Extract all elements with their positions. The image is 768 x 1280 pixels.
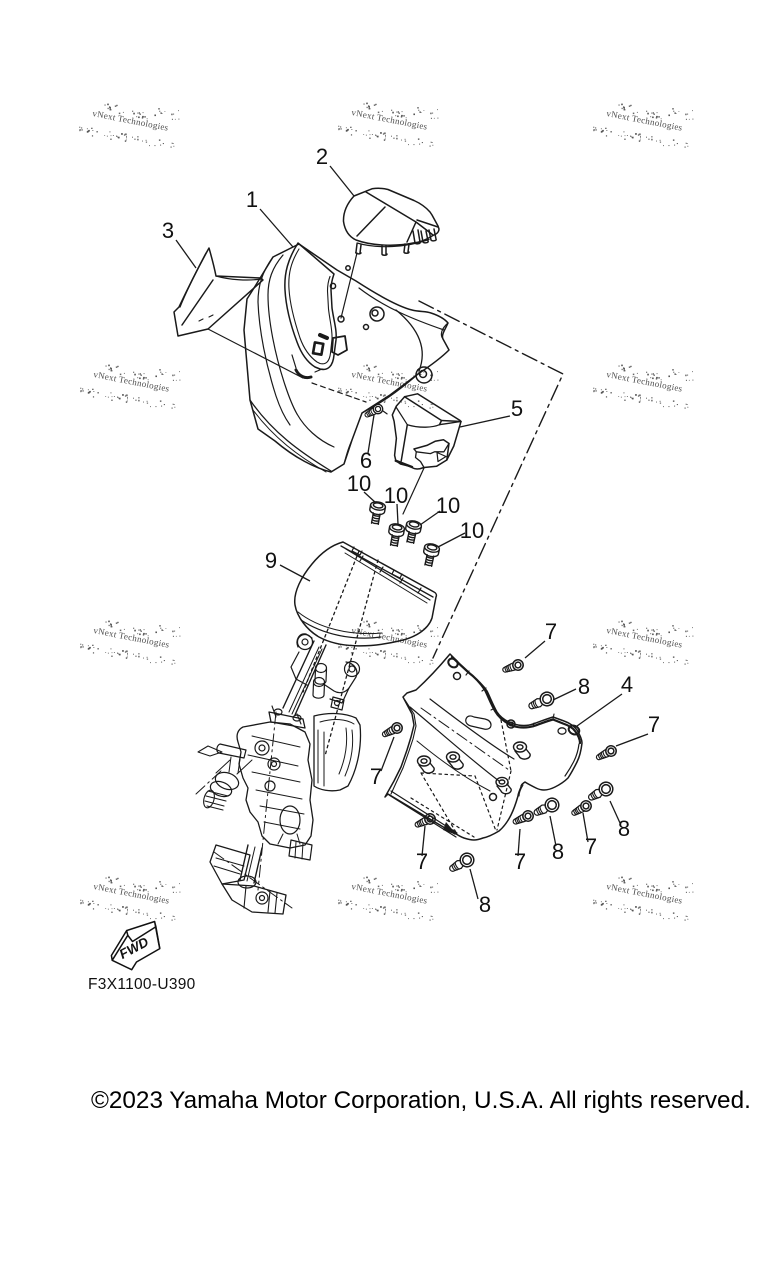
svg-text:8: 8 [552, 839, 564, 864]
svg-text:7: 7 [545, 619, 557, 644]
svg-text:7: 7 [416, 849, 428, 874]
svg-text:9: 9 [265, 548, 277, 573]
svg-text:8: 8 [479, 892, 491, 917]
svg-text:6: 6 [360, 448, 372, 473]
svg-text:7: 7 [370, 764, 382, 789]
svg-text:8: 8 [578, 674, 590, 699]
svg-text:10: 10 [347, 471, 371, 496]
svg-text:5: 5 [511, 396, 523, 421]
svg-text:8: 8 [618, 816, 630, 841]
svg-text:2: 2 [316, 144, 328, 169]
svg-text:F3X1100-U390: F3X1100-U390 [88, 976, 196, 993]
svg-text:1: 1 [246, 187, 258, 212]
svg-text:10: 10 [436, 493, 460, 518]
svg-text:4: 4 [621, 672, 633, 697]
svg-text:10: 10 [384, 483, 408, 508]
svg-text:3: 3 [162, 218, 174, 243]
svg-text:10: 10 [460, 518, 484, 543]
svg-text:7: 7 [514, 849, 526, 874]
svg-text:7: 7 [648, 712, 660, 737]
svg-text:©2023 Yamaha Motor Corporation: ©2023 Yamaha Motor Corporation, U.S.A. A… [91, 1087, 751, 1114]
